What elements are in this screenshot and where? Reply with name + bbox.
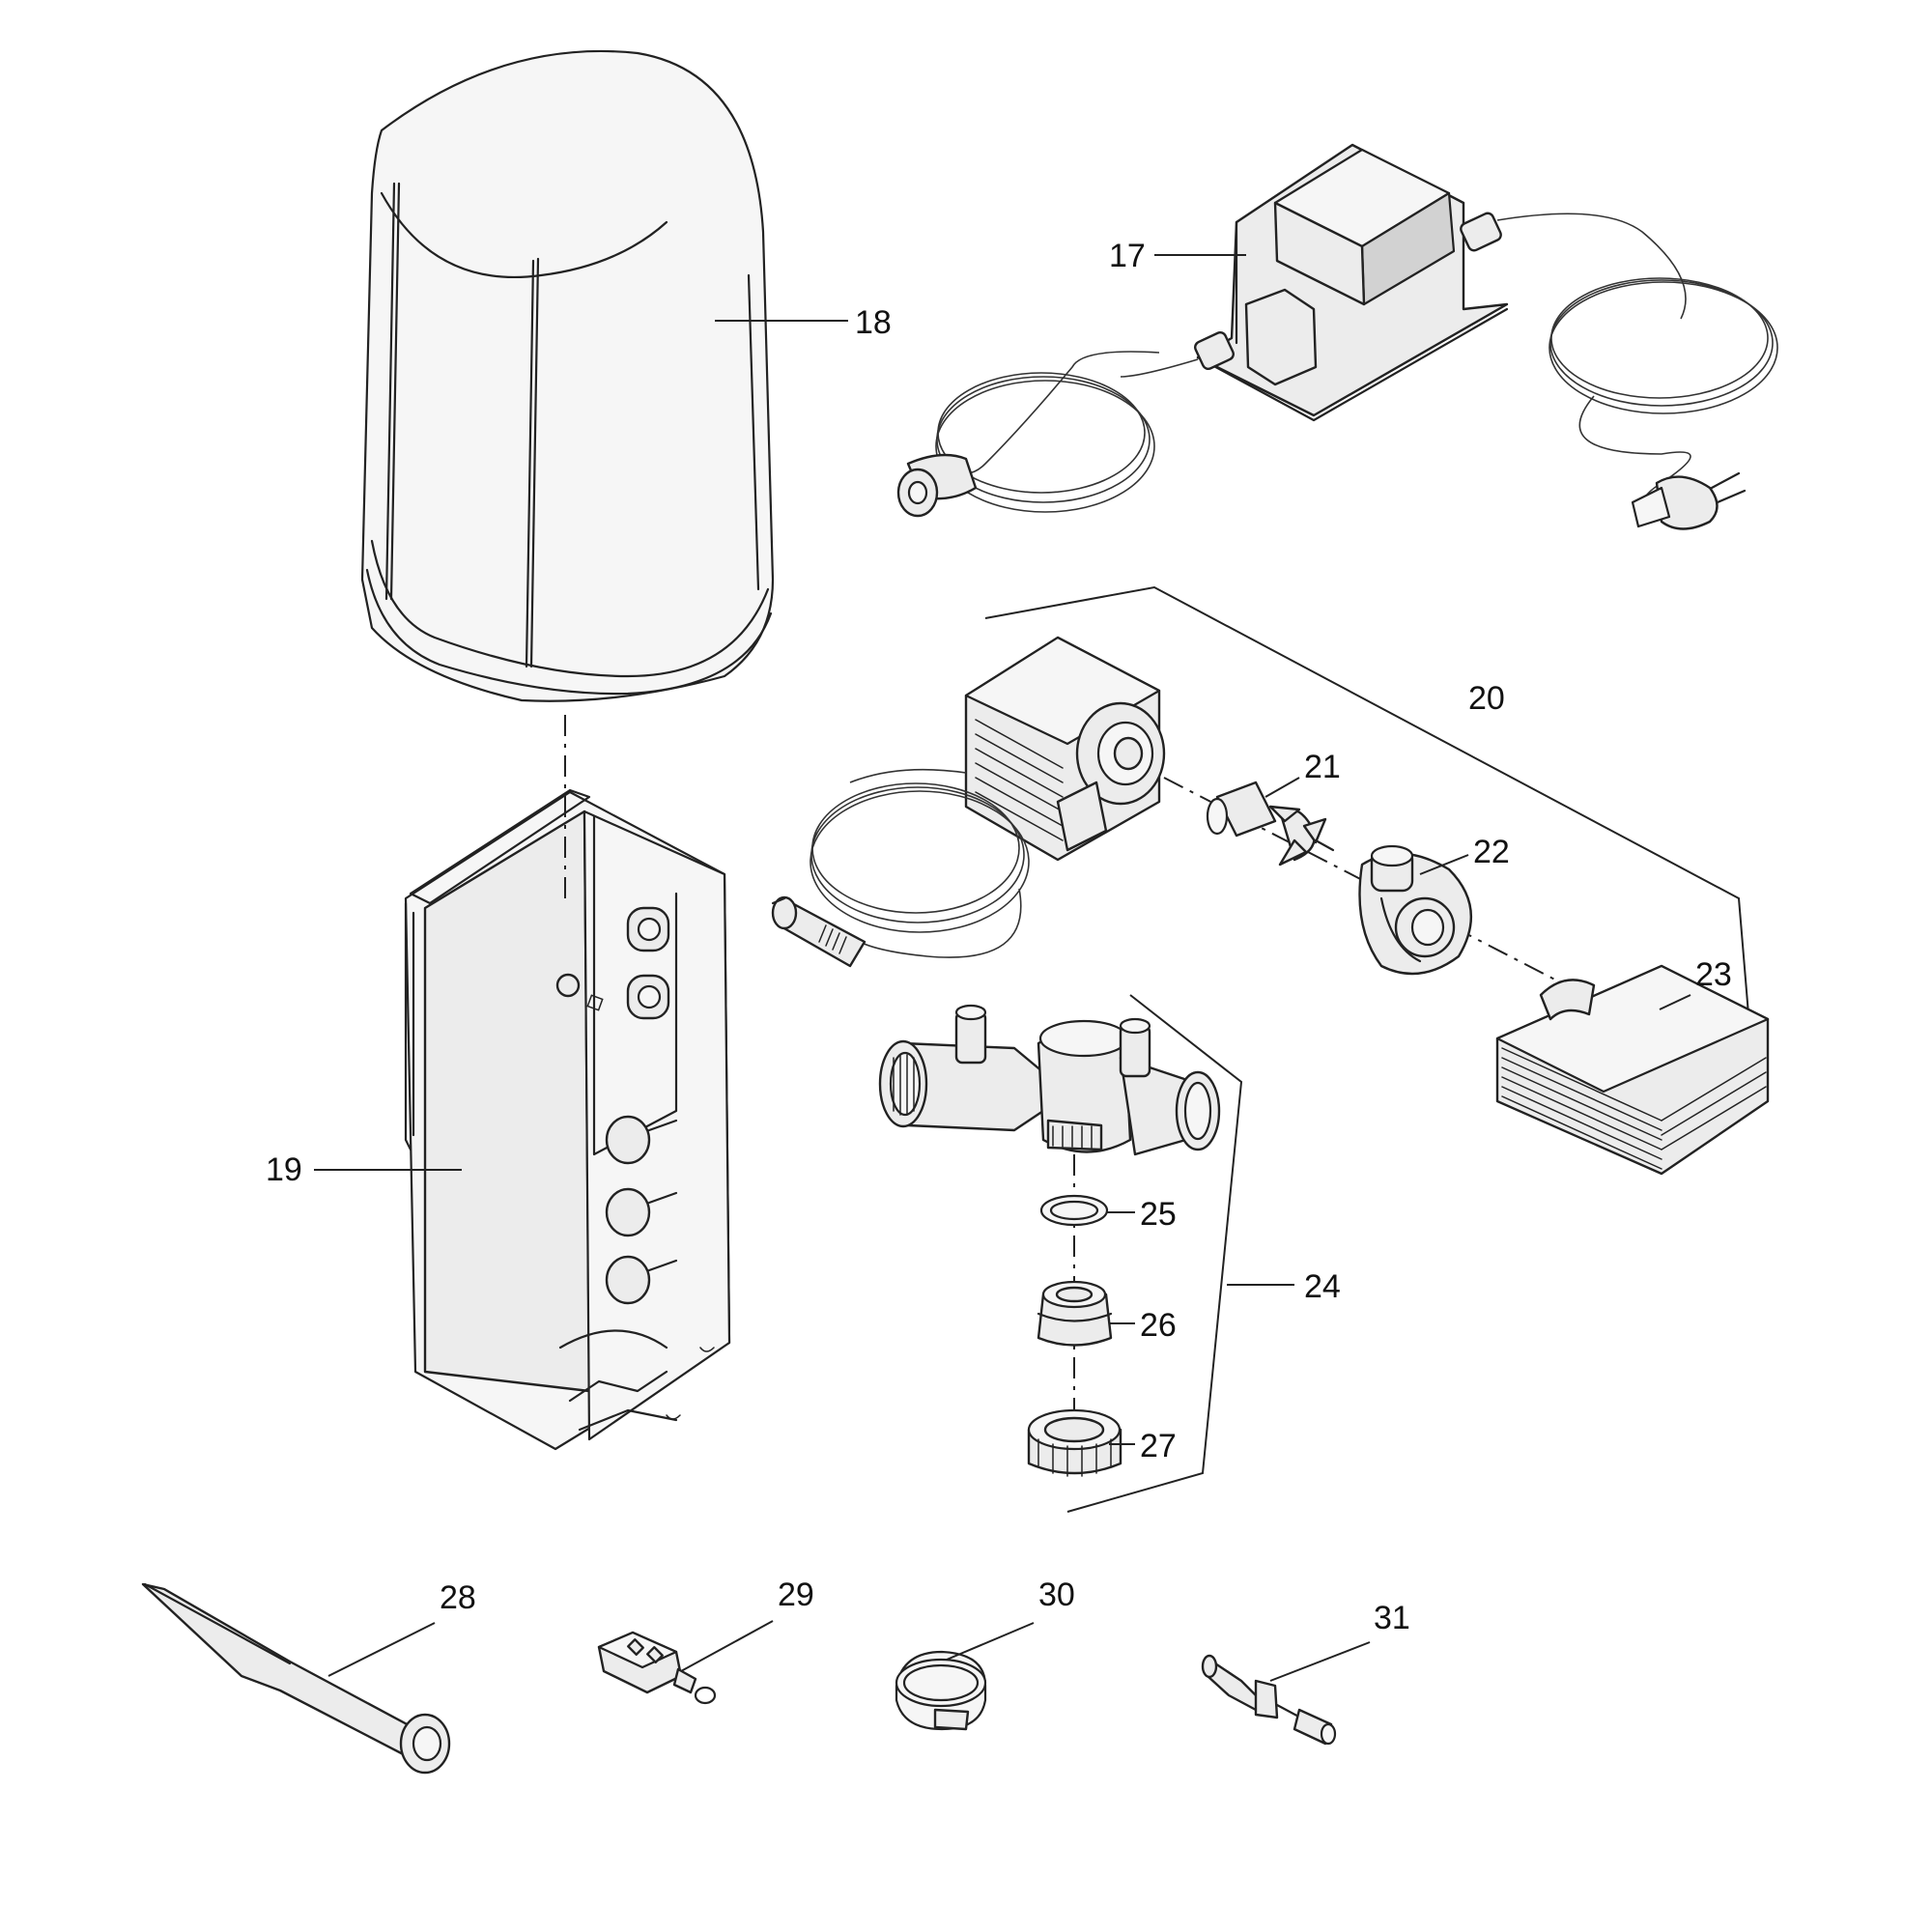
callout-24: 24 [1304, 1268, 1341, 1305]
leader-29 [680, 1620, 774, 1672]
leader-23 [1659, 994, 1691, 1010]
part-19-control-housing [404, 788, 731, 1451]
part-22-pump-housing [1358, 844, 1473, 976]
part-18-cover-hood [360, 49, 775, 702]
callout-17: 17 [1109, 238, 1146, 274]
part-26-adapter [1037, 1280, 1113, 1347]
part-31-fuse-connector [1201, 1654, 1337, 1746]
callout-20: 20 [1468, 680, 1505, 717]
callout-26: 26 [1140, 1307, 1177, 1344]
leader-28 [327, 1622, 436, 1677]
callout-21: 21 [1304, 749, 1341, 785]
pump-plug-icon [771, 895, 867, 968]
part-17-transformer [896, 143, 1778, 530]
leader-lines [314, 254, 1691, 1682]
callout-labels: 17 18 19 20 21 22 23 24 25 26 27 28 29 3… [266, 238, 1732, 1636]
callout-28: 28 [440, 1579, 476, 1616]
low-voltage-connector-icon [896, 453, 978, 518]
callout-25: 25 [1140, 1196, 1177, 1233]
mains-plug-icon [1631, 471, 1747, 530]
callout-30: 30 [1038, 1577, 1075, 1613]
callout-27: 27 [1140, 1428, 1177, 1464]
part-27-union-nut [1027, 1408, 1122, 1477]
group-bracket-20 [984, 585, 1749, 1015]
leader-30 [946, 1622, 1035, 1661]
group-bracket-24 [1066, 994, 1243, 1513]
part-25-o-ring [1039, 1194, 1109, 1227]
callout-19: 19 [266, 1151, 302, 1188]
leader-22 [1419, 854, 1469, 875]
part-29-remote-control [597, 1631, 717, 1705]
callout-31: 31 [1374, 1600, 1410, 1636]
part-30-hose-clamp [895, 1650, 987, 1731]
part-21-rotor [1206, 781, 1335, 867]
callout-23: 23 [1695, 956, 1732, 993]
callout-29: 29 [778, 1577, 814, 1613]
callout-18: 18 [855, 304, 892, 341]
pump-motor [771, 636, 1166, 968]
part-24-distributor [878, 1004, 1221, 1156]
leader-21 [1264, 777, 1300, 798]
part-28-ground-spike [141, 1582, 451, 1775]
callout-22: 22 [1473, 834, 1510, 870]
leader-31 [1269, 1641, 1371, 1682]
part-23-filter-cover [1495, 964, 1770, 1176]
